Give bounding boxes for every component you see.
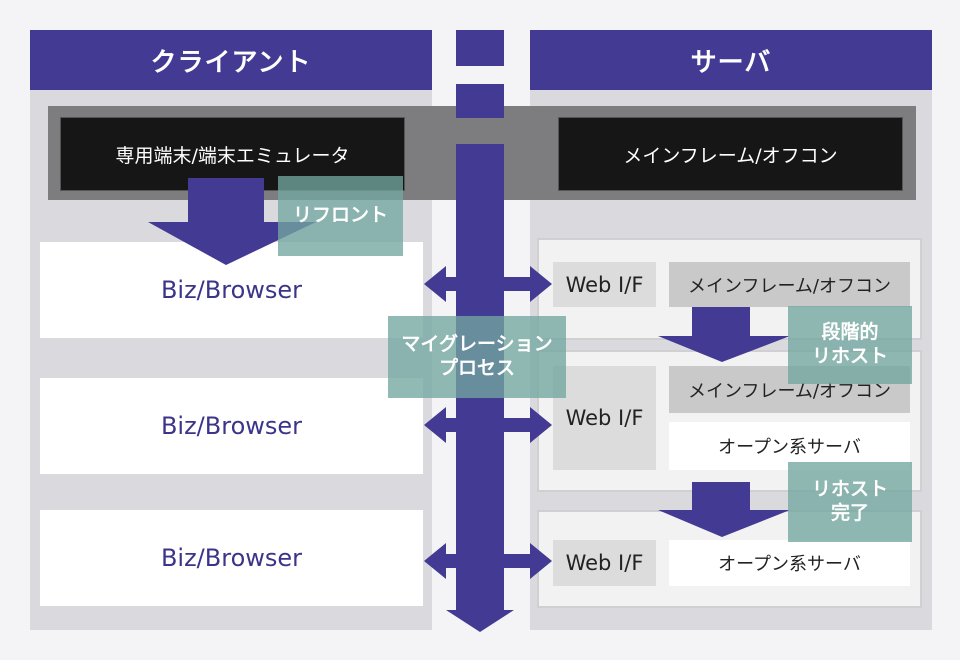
double-arrow-3 [424, 543, 552, 579]
client-header: クライアント [30, 30, 432, 90]
migration-label-line-1: マイグレーション [401, 333, 553, 356]
mainframe-box: メインフレーム/オフコン [558, 117, 903, 191]
stepwise-rehost-label: 段階的 リホスト [788, 306, 912, 384]
double-arrow-2 [424, 407, 552, 443]
biz-browser-box-1: Biz/Browser [40, 242, 423, 338]
biz-browser-box-3: Biz/Browser [40, 510, 423, 606]
complete-label-line-2: 完了 [830, 502, 869, 524]
stepwise-label-line-1: 段階的 [821, 321, 879, 344]
web-if-box-1: Web I/F [553, 262, 656, 307]
complete-label-line-1: リホスト [811, 478, 888, 501]
migration-arrow-seg-1 [456, 30, 504, 66]
stepwise-label-line-2: リホスト [811, 345, 888, 367]
open-server-stage-3: オープン系サーバ [669, 540, 910, 586]
mainframe-stage-1: メインフレーム/オフコン [669, 262, 910, 307]
migration-process-label: マイグレーション プロセス [388, 316, 566, 398]
migration-arrow-seg-2 [456, 84, 504, 118]
stepwise-arrow [658, 307, 790, 362]
refront-arrow [148, 178, 316, 265]
biz-browser-box-2: Biz/Browser [40, 378, 423, 474]
web-if-box-3: Web I/F [553, 540, 656, 586]
migration-label-line-2: プロセス [438, 357, 515, 379]
server-header: サーバ [530, 30, 932, 90]
refront-label: リフロント [278, 176, 403, 256]
double-arrow-1 [424, 266, 552, 302]
rehost-complete-label: リホスト 完了 [788, 462, 912, 542]
web-if-box-2: Web I/F [553, 366, 656, 470]
complete-arrow [658, 482, 790, 537]
